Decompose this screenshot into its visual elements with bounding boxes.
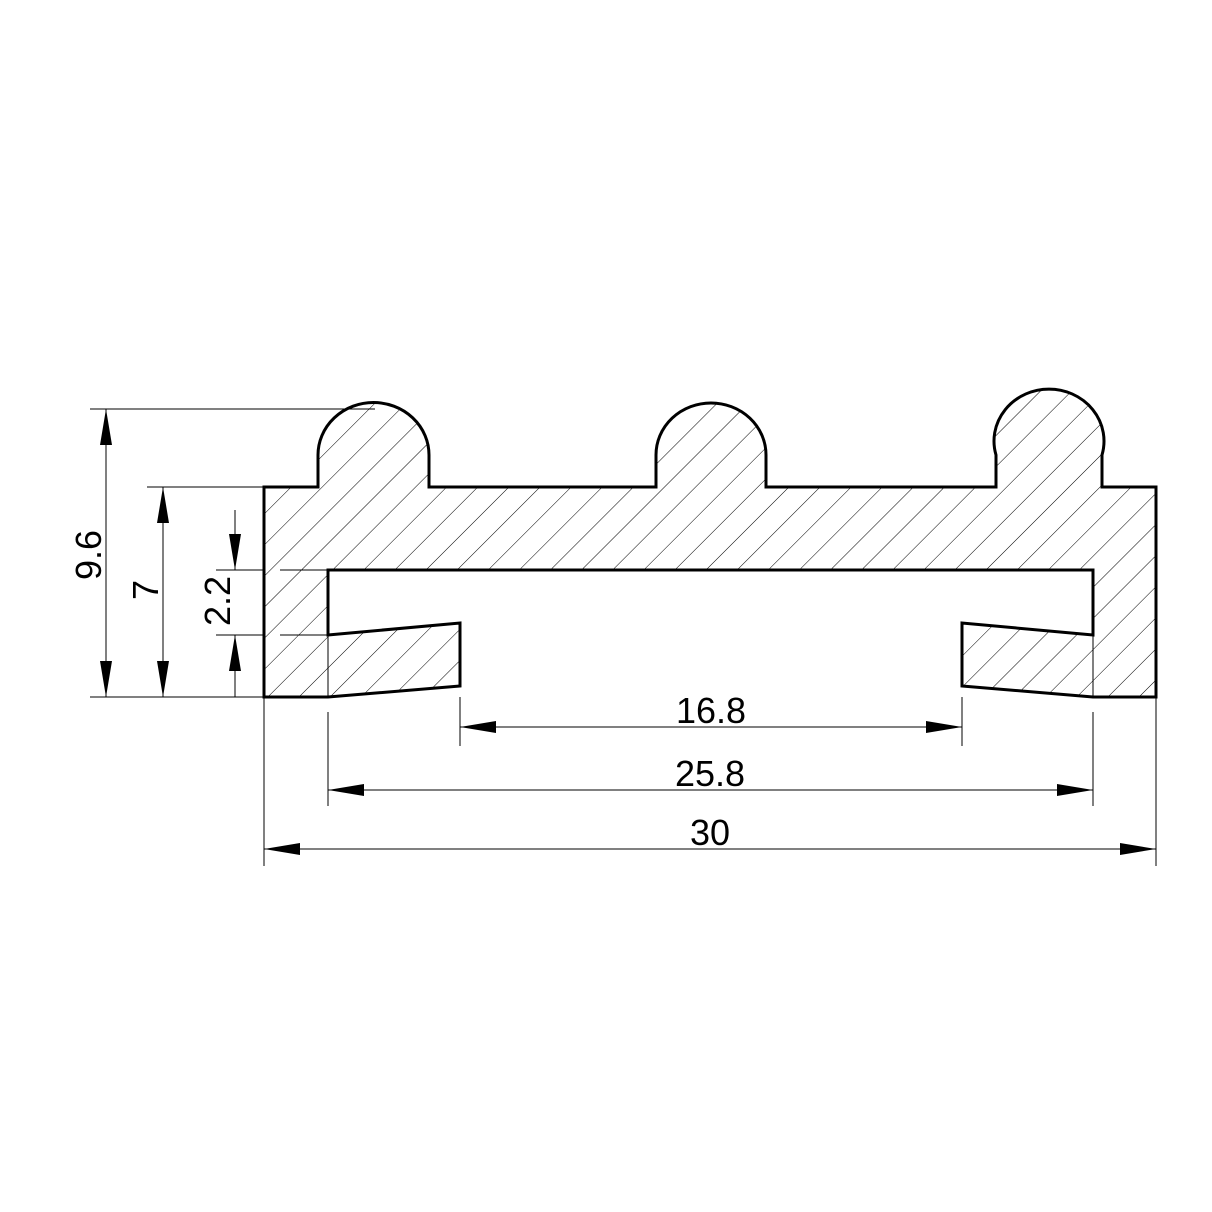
auxiliary-lines <box>280 569 1094 697</box>
dim-label-slot-height: 2.2 <box>197 576 238 626</box>
dim-label-body-height: 7 <box>125 580 166 600</box>
profile-section <box>262 387 1158 699</box>
dim-label-opening: 16.8 <box>676 690 746 731</box>
dim-label-inner: 25.8 <box>675 753 745 794</box>
dim-label-overall: 30 <box>690 812 730 853</box>
vertical-dimensions <box>100 409 241 697</box>
horizontal-dimensions <box>264 721 1156 855</box>
dim-label-total-height: 9.6 <box>68 530 109 580</box>
